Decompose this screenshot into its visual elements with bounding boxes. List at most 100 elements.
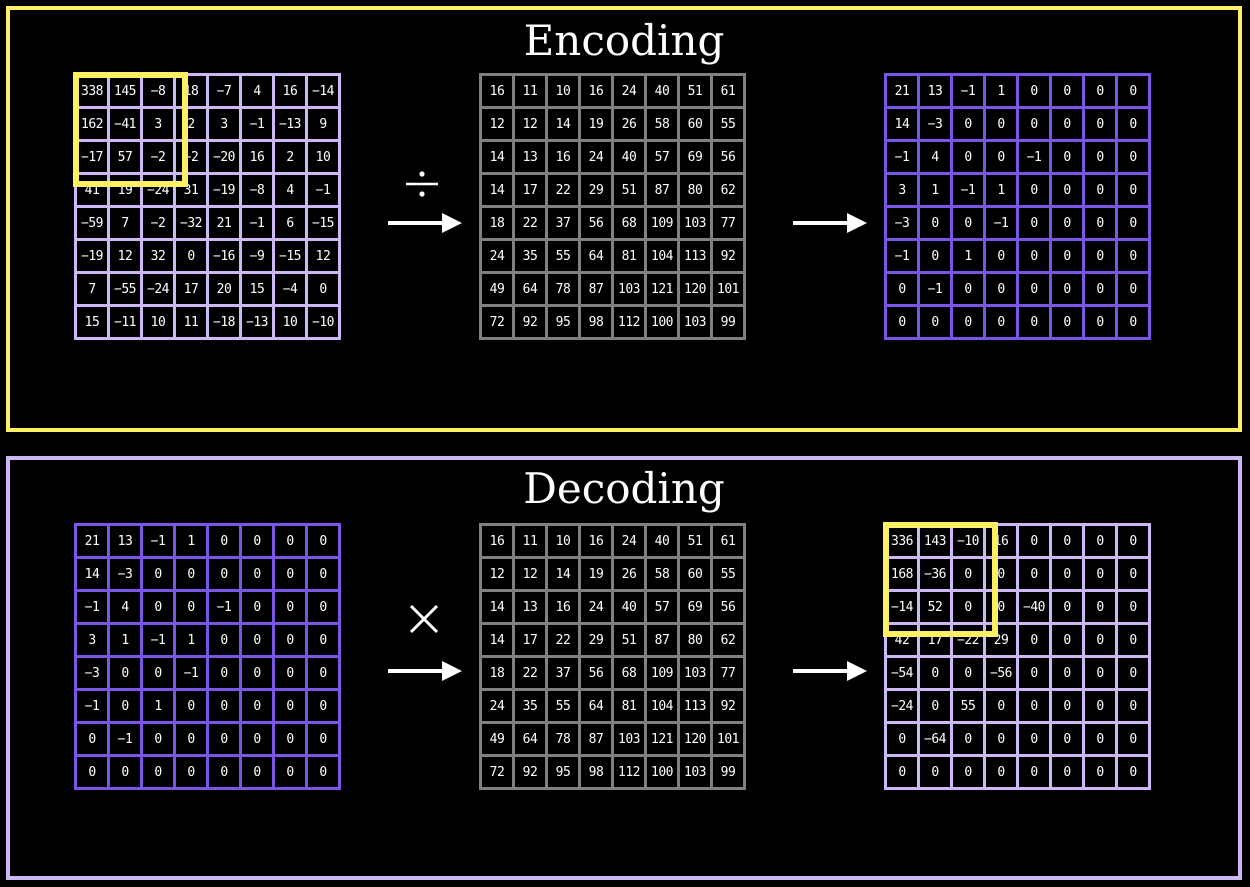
matrix-cell: 0	[305, 655, 341, 691]
matrix-cell: 13	[917, 73, 953, 109]
matrix-cell: 68	[611, 655, 647, 691]
matrix-cell: 18	[479, 205, 515, 241]
matrix-cell: 0	[950, 655, 986, 691]
matrix-cell: 104	[644, 238, 680, 274]
matrix-cell: 0	[983, 721, 1019, 757]
matrix-cell: 0	[1016, 523, 1052, 559]
matrix-cell: 0	[1082, 556, 1118, 592]
matrix-cell: 78	[545, 271, 581, 307]
matrix-cell: 24	[578, 589, 614, 625]
matrix-cell: 0	[1049, 271, 1085, 307]
matrix-cell: −24	[140, 271, 176, 307]
matrix-cell: 22	[545, 622, 581, 658]
matrix-cell: 37	[545, 205, 581, 241]
matrix-cell: 40	[611, 139, 647, 175]
matrix-cell: 0	[173, 754, 209, 790]
matrix-cell: 0	[1115, 754, 1151, 790]
matrix-cell: 0	[1082, 205, 1118, 241]
matrix-cell: 29	[578, 172, 614, 208]
matrix-cell: 17	[512, 622, 548, 658]
matrix-cell: 62	[710, 622, 746, 658]
decoding-title: Decoding	[523, 464, 725, 513]
matrix-cell: 143	[917, 523, 953, 559]
matrix-cell: 0	[950, 139, 986, 175]
matrix-cell: 87	[578, 721, 614, 757]
matrix-cell: 1	[983, 172, 1019, 208]
matrix-cell: −4	[272, 271, 308, 307]
matrix-cell: −3	[74, 655, 110, 691]
matrix-cell: 51	[677, 73, 713, 109]
matrix-cell: 55	[710, 106, 746, 142]
matrix-cell: 77	[710, 655, 746, 691]
matrix-cell: 21	[74, 523, 110, 559]
matrix-cell: 0	[1115, 172, 1151, 208]
matrix-cell: 16	[239, 139, 275, 175]
matrix-cell: 0	[1082, 238, 1118, 274]
matrix-cell: 2	[173, 106, 209, 142]
matrix-cell: 10	[545, 73, 581, 109]
matrix-cell: 14	[74, 556, 110, 592]
matrix-cell: 56	[578, 205, 614, 241]
matrix-cell: 0	[272, 556, 308, 592]
matrix-cell: 0	[1049, 754, 1085, 790]
matrix-cell: 0	[1016, 721, 1052, 757]
matrix-cell: 0	[272, 688, 308, 724]
matrix-cell: 16	[545, 589, 581, 625]
matrix-cell: 20	[206, 271, 242, 307]
matrix-cell: 0	[1049, 688, 1085, 724]
matrix-cell: 15	[74, 304, 110, 340]
matrix-cell: 11	[512, 523, 548, 559]
matrix-cell: 120	[677, 721, 713, 757]
matrix-cell: 0	[305, 556, 341, 592]
matrix-cell: 0	[1049, 589, 1085, 625]
matrix-cell: 14	[545, 106, 581, 142]
matrix-cell: 11	[512, 73, 548, 109]
matrix-cell: 0	[173, 721, 209, 757]
matrix-cell: 0	[1016, 556, 1052, 592]
matrix-cell: 60	[677, 106, 713, 142]
matrix-cell: −2	[140, 205, 176, 241]
matrix-cell: 49	[479, 271, 515, 307]
matrix-cell: 1	[983, 73, 1019, 109]
matrix-cell: 113	[677, 688, 713, 724]
matrix-cell: 0	[917, 205, 953, 241]
matrix-cell: −36	[917, 556, 953, 592]
matrix-cell: −8	[140, 73, 176, 109]
matrix-cell: 78	[545, 721, 581, 757]
matrix-cell: 3	[140, 106, 176, 142]
matrix-cell: −2	[140, 139, 176, 175]
matrix-cell: 0	[173, 688, 209, 724]
matrix-cell: 16	[578, 73, 614, 109]
matrix-cell: 113	[677, 238, 713, 274]
matrix-cell: 41	[74, 172, 110, 208]
matrix-cell: 0	[1115, 106, 1151, 142]
encoding-title: Encoding	[523, 16, 725, 65]
matrix-cell: 57	[644, 589, 680, 625]
matrix-cell: 29	[578, 622, 614, 658]
matrix-cell: 0	[206, 655, 242, 691]
matrix-cell: 40	[611, 589, 647, 625]
matrix-cell: 0	[1016, 754, 1052, 790]
matrix-cell: 13	[512, 139, 548, 175]
matrix-cell: 0	[1115, 238, 1151, 274]
matrix-cell: 0	[239, 523, 275, 559]
matrix-cell: 0	[884, 304, 920, 340]
arrow-right-icon	[793, 661, 867, 681]
matrix-cell: 16	[272, 73, 308, 109]
matrix-cell: 1	[107, 622, 143, 658]
matrix-cell: −15	[272, 238, 308, 274]
matrix-cell: 51	[677, 523, 713, 559]
matrix-cell: 0	[1082, 73, 1118, 109]
matrix-cell: −1	[305, 172, 341, 208]
matrix-cell: −1	[239, 205, 275, 241]
matrix-cell: 24	[578, 139, 614, 175]
matrix-cell: 0	[107, 688, 143, 724]
matrix-cell: 51	[611, 172, 647, 208]
